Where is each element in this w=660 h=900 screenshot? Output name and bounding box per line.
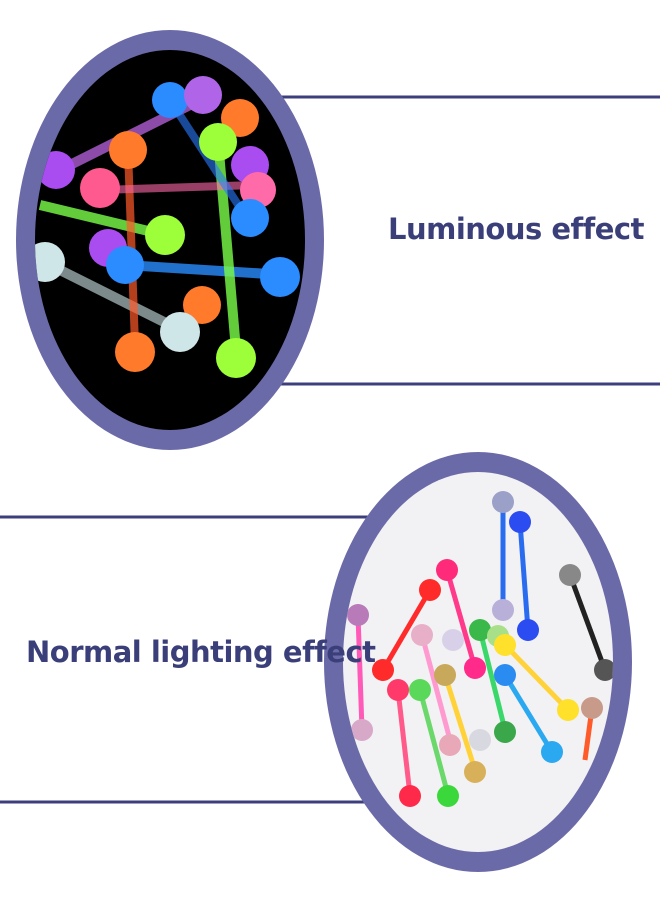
- glowing-barbells: [35, 76, 300, 378]
- normal-lighting-caption: Normal lighting effect: [26, 635, 376, 669]
- luminous-section: Luminous effect: [16, 30, 660, 450]
- normal-illustration: [0, 452, 632, 872]
- normal-lighting-section: Normal lighting effect: [0, 440, 660, 900]
- colorful-barbells: [347, 491, 613, 807]
- luminous-illustration: [16, 30, 660, 450]
- luminous-caption: Luminous effect: [388, 212, 644, 246]
